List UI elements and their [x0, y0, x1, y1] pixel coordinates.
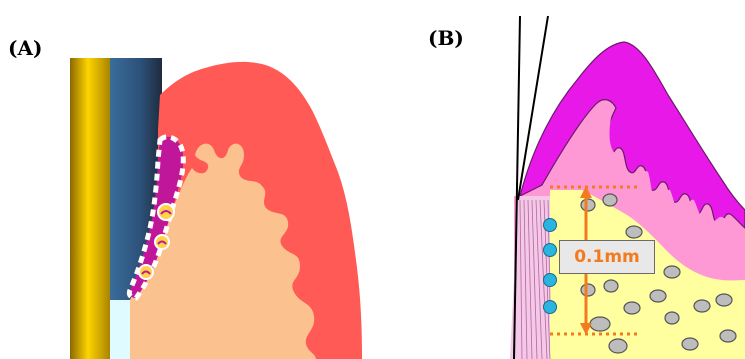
root-surface	[110, 300, 130, 359]
panel-b-illustration	[372, 0, 745, 359]
panel-a: (A)	[0, 0, 372, 359]
panel-a-label: (A)	[8, 36, 42, 60]
panel-b: (B) 0.1mm	[372, 0, 745, 359]
panel-b-label: (B)	[428, 26, 464, 50]
measurement-label: 0.1mm	[559, 240, 655, 274]
cell	[544, 219, 557, 232]
cell	[544, 274, 557, 287]
cell	[544, 301, 557, 314]
tooth-enamel	[70, 58, 110, 359]
cell	[544, 244, 557, 257]
panel-a-illustration	[0, 0, 372, 359]
